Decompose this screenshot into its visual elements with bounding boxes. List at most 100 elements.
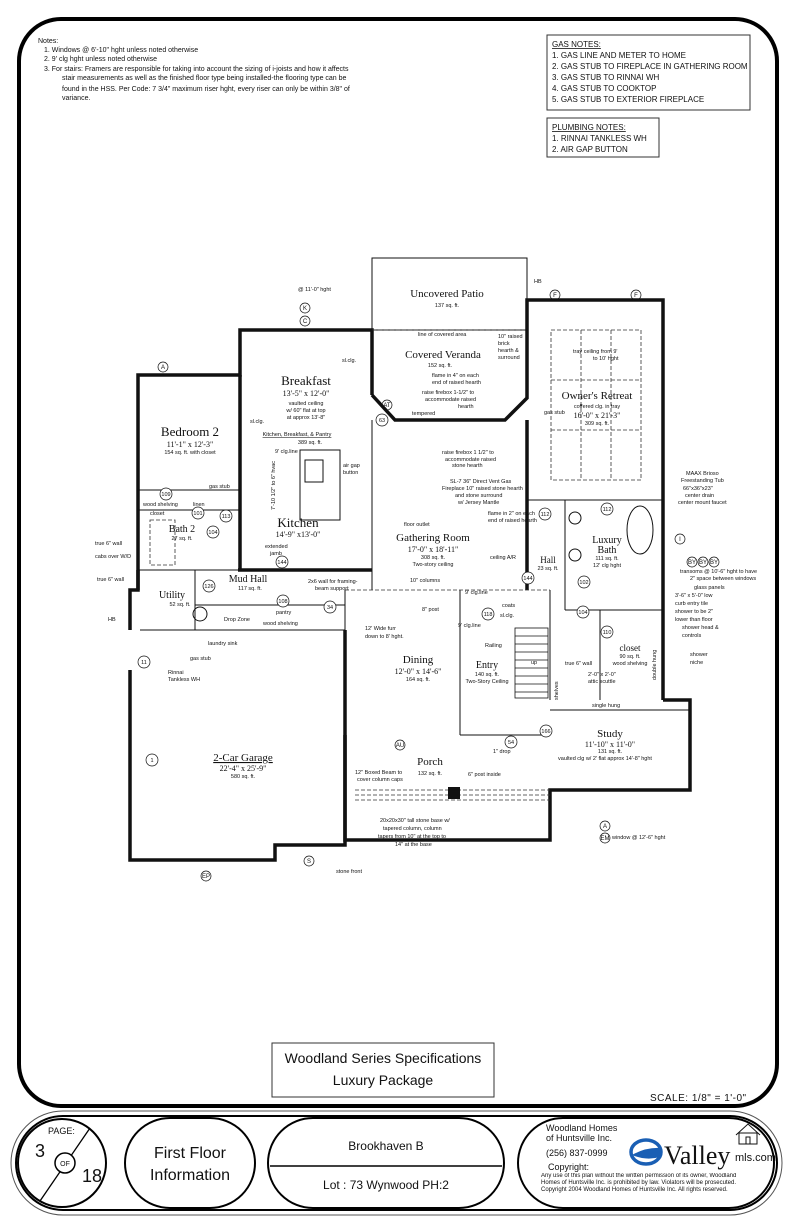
door-tag: 112 bbox=[600, 502, 614, 516]
annotation: down to 8' hght. bbox=[365, 634, 404, 640]
annotation: button bbox=[343, 470, 358, 476]
door-tag: 144 bbox=[275, 555, 289, 569]
svg-text:104: 104 bbox=[208, 530, 217, 536]
annotation: shelves bbox=[554, 681, 560, 700]
svg-text:1: 1 bbox=[150, 758, 153, 764]
annotation: accommodate raised bbox=[425, 397, 476, 403]
svg-text:109: 109 bbox=[161, 492, 170, 498]
annotation: up bbox=[531, 660, 537, 666]
gas-notes-title: GAS NOTES: bbox=[552, 40, 601, 49]
svg-text:104: 104 bbox=[578, 610, 587, 616]
door-tag: 109 bbox=[159, 487, 173, 501]
annotation: glass panels bbox=[694, 585, 725, 591]
svg-text:BY: BY bbox=[699, 560, 707, 566]
room-hall: Hall bbox=[540, 555, 556, 565]
annotation: controls bbox=[682, 633, 702, 639]
room-dining: Dining bbox=[403, 654, 434, 666]
annotation: brick bbox=[498, 341, 510, 347]
annotation: 10" columns bbox=[410, 578, 440, 584]
room-area: 131 sq. ft. bbox=[598, 749, 623, 755]
door-tag: 63 bbox=[375, 413, 389, 427]
sheet-title: First Floor bbox=[154, 1145, 227, 1162]
annotation: gas stub bbox=[544, 410, 565, 416]
annotation: HB bbox=[534, 279, 542, 285]
annotation: HB bbox=[108, 617, 116, 623]
annotation: shower to be 2" bbox=[675, 609, 713, 615]
svg-text:AU: AU bbox=[396, 743, 404, 749]
window-tag: I bbox=[674, 533, 686, 545]
annotation: flame in 4" on each bbox=[432, 373, 479, 379]
room-area: 23 sq. ft. bbox=[537, 566, 559, 572]
annotation: extended bbox=[265, 544, 288, 550]
annotation: tapers from 10" at the top to bbox=[378, 834, 446, 840]
annotation: sl.clg. bbox=[342, 358, 357, 364]
svg-text:BY: BY bbox=[688, 560, 696, 566]
svg-text:144: 144 bbox=[523, 576, 532, 582]
svg-text:EM: EM bbox=[601, 836, 610, 842]
room-dims: 22'-4" x 25'-9" bbox=[220, 764, 267, 773]
annotation: sl.clg. bbox=[500, 613, 515, 619]
annotation: Railing bbox=[485, 643, 502, 649]
door-tags: 109 101 113 104 126 144 108 34 11 63 112… bbox=[137, 413, 614, 767]
annotation: center mount faucet bbox=[678, 500, 727, 506]
room-note: Kitchen, Breakfast, & Pantry bbox=[263, 432, 332, 438]
room-area: 152 sq. ft. bbox=[428, 363, 453, 369]
room-mud-hall: Mud Hall bbox=[229, 574, 268, 585]
annotation: ceiling A/R bbox=[490, 555, 516, 561]
plumbing-note: 1. RINNAI TANKLESS WH bbox=[552, 134, 647, 143]
gas-note: 2. GAS STUB TO FIREPLACE IN GATHERING RO… bbox=[552, 62, 748, 71]
annotation: w/ Jersey Mantle bbox=[457, 500, 499, 506]
watermark-brand: Valley bbox=[664, 1141, 730, 1170]
svg-text:101: 101 bbox=[193, 511, 202, 517]
window-tag: BY bbox=[686, 556, 698, 568]
walls bbox=[128, 257, 692, 862]
annotation: shower bbox=[690, 652, 708, 658]
window-tag: AT bbox=[381, 399, 393, 411]
title-block: PAGE: 3 OF 18 First Floor Information Br… bbox=[10, 1110, 783, 1216]
annotation: flame in 2" on each bbox=[488, 511, 535, 517]
annotation: coats bbox=[502, 603, 515, 609]
svg-text:K: K bbox=[303, 306, 307, 312]
plumbing-note: 2. AIR GAP BUTTON bbox=[552, 145, 628, 154]
spec-title: Woodland Series Specifications bbox=[285, 1050, 482, 1066]
annotation: single hung bbox=[592, 703, 620, 709]
plan-name: Brookhaven B bbox=[348, 1139, 423, 1153]
svg-text:F: F bbox=[634, 293, 638, 299]
room-owners-retreat: Owner's Retreat bbox=[562, 390, 633, 402]
plumbing-notes-title: PLUMBING NOTES: bbox=[552, 123, 626, 132]
annotation: curb entry tile bbox=[675, 601, 708, 607]
general-notes: Notes: 1. Windows @ 6'-10" hght unless n… bbox=[38, 38, 350, 102]
room-dims: 17'-0" x 18'-11" bbox=[408, 545, 458, 554]
plumbing-notes-box: PLUMBING NOTES: 1. RINNAI TANKLESS WH 2.… bbox=[546, 117, 660, 158]
room-note: vaulted clg w/ 2' flat approx 14'-8" hgh… bbox=[558, 756, 652, 762]
annotation: surround bbox=[498, 355, 520, 361]
window-tag: S bbox=[303, 855, 315, 867]
annotation: cover column caps bbox=[357, 777, 403, 783]
annotation: true 6" wall bbox=[95, 541, 122, 547]
room-note: w/ 60" flat at top bbox=[285, 408, 325, 414]
door-tag: 102 bbox=[577, 575, 591, 589]
gas-notes-box: GAS NOTES: 1. GAS LINE AND METER TO HOME… bbox=[546, 34, 751, 111]
annotation: MAAX Brioso bbox=[686, 471, 719, 477]
annotation: Rinnai bbox=[168, 670, 184, 676]
annotation: floor outlet bbox=[404, 522, 430, 528]
annotation: 2x6 wall for framing- bbox=[308, 579, 358, 585]
room-area: 132 sq. ft. bbox=[418, 771, 443, 777]
lot-info: Lot : 73 Wynwood PH:2 bbox=[323, 1178, 449, 1192]
door-tag: 118 bbox=[481, 607, 495, 621]
annotation: wood shelving bbox=[262, 621, 298, 627]
annotation: to 10' hght bbox=[593, 356, 619, 362]
annotation: 66"x36"x23" bbox=[683, 486, 713, 492]
window-tag: C bbox=[299, 315, 311, 327]
room-area: 90 sq. ft. bbox=[619, 654, 641, 660]
svg-text:126: 126 bbox=[204, 584, 213, 590]
door-tag: 144 bbox=[521, 571, 535, 585]
annotation: raise firebox 1 1/2" to bbox=[442, 450, 494, 456]
svg-text:102: 102 bbox=[579, 580, 588, 586]
room-labels: Breakfast 13'-5" x 12'-0" vaulted ceilin… bbox=[159, 288, 652, 780]
annotation: raise firebox 1-1/2" to bbox=[422, 390, 474, 396]
annotation: sl.clg. bbox=[250, 419, 265, 425]
annotation: end of raised hearth bbox=[432, 380, 481, 386]
window-tag: F bbox=[630, 289, 642, 301]
